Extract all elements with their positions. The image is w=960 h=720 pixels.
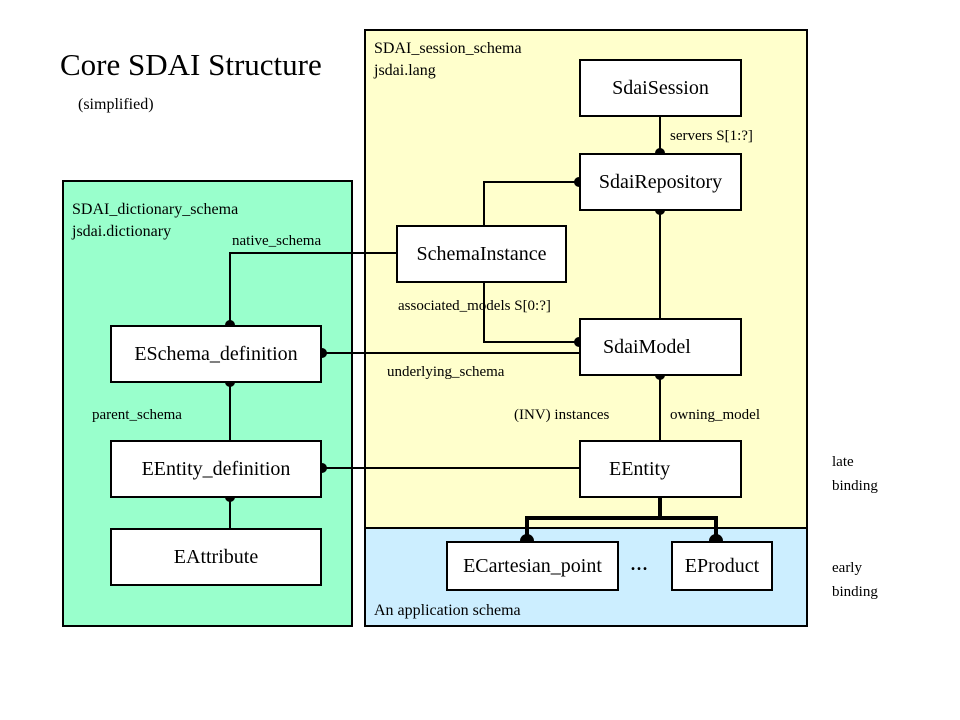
repository-schema-instance-line bbox=[483, 181, 580, 245]
diagram-title: Core SDAI Structure bbox=[60, 47, 322, 82]
eproduct-box: EProduct bbox=[671, 541, 773, 591]
schema-instance-box: SchemaInstance bbox=[396, 225, 567, 283]
eentity-definition-box: EEntity_definition bbox=[110, 440, 322, 498]
application-schema-label: An application schema bbox=[374, 602, 521, 619]
ecartesian-point-box: ECartesian_point bbox=[446, 541, 619, 591]
owning-model-label: owning_model bbox=[670, 407, 760, 423]
inheritance-line-product bbox=[660, 516, 718, 541]
sdai-session-box: SdaiSession bbox=[579, 59, 742, 117]
early-binding-label: early binding bbox=[832, 560, 878, 600]
native-schema-label: native_schema bbox=[232, 233, 322, 249]
ellipsis-text: ... bbox=[630, 550, 648, 576]
associated-models-line bbox=[483, 282, 580, 343]
underlying-schema-label: underlying_schema bbox=[387, 364, 505, 380]
servers-label: servers S[1:?] bbox=[670, 128, 753, 144]
native-schema-line bbox=[229, 252, 396, 325]
diagram-subtitle: (simplified) bbox=[78, 96, 154, 113]
dictionary-schema-label: SDAI_dictionary_schema jsdai.dictionary bbox=[72, 201, 239, 240]
late-binding-label: late binding bbox=[832, 454, 878, 494]
eschema-definition-box: ESchema_definition bbox=[110, 325, 322, 383]
eentity-box: EEntity bbox=[579, 440, 742, 498]
associated-models-label: associated_models S[0:?] bbox=[398, 298, 551, 314]
session-schema-label: SDAI_session_schema jsdai.lang bbox=[374, 40, 522, 79]
instances-label: (INV) instances bbox=[514, 407, 610, 423]
sdai-model-box: SdaiModel bbox=[579, 318, 742, 376]
sdai-repository-box: SdaiRepository bbox=[579, 153, 742, 211]
eattribute-box: EAttribute bbox=[110, 528, 322, 586]
parent-schema-label: parent_schema bbox=[92, 407, 182, 423]
inheritance-line-cartesian bbox=[525, 497, 662, 541]
